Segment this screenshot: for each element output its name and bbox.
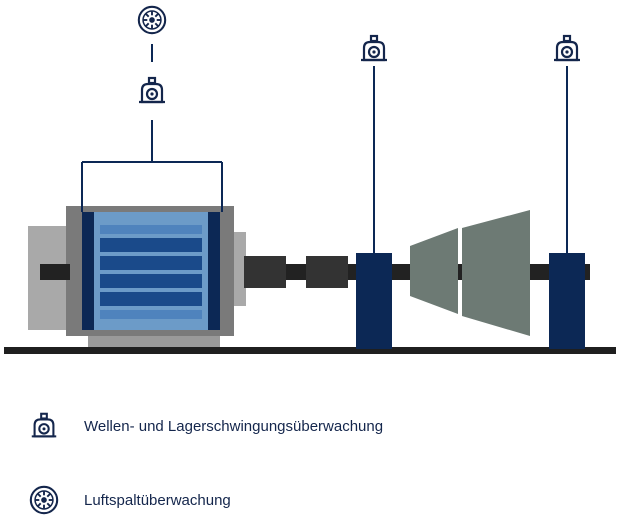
rotor-bottom [100,310,202,319]
turbine-stage-large [462,210,530,336]
motor-flange [234,232,246,306]
coupling-left [244,256,286,288]
bearing-pedestal-left [356,253,392,349]
vibration-sensor-icon [30,412,58,438]
vibration-sensor-icon [552,34,582,62]
vibration-sensor-icon [359,34,389,62]
rotor-bar [100,274,202,288]
rotor-bar [100,238,202,252]
legend-label: Luftspaltüberwachung [84,491,231,509]
stator-end-left [82,212,94,330]
coupling-right [306,256,348,288]
rotor-top [100,225,202,234]
bearing-pedestal-right [549,253,585,349]
air-gap-sensor-icon [137,5,167,35]
turbine-stage-small [410,228,458,314]
air-gap-sensor-icon [29,485,59,515]
motor [28,206,246,347]
rotor-bar [100,292,202,306]
legend-item-air-gap: Luftspaltüberwachung [28,484,231,516]
shaft-end [40,264,70,280]
stator-end-right [208,212,220,330]
legend-label: Wellen- und Lagerschwingungsüberwachung [84,417,384,435]
motor-sensor-bracket [81,120,223,212]
base-floor [4,347,616,354]
rotor-bar [100,256,202,270]
legend-item-vibration: Wellen- und Lagerschwingungsüberwachung [28,410,383,442]
vibration-sensor-icon [137,76,167,104]
motor-foot [88,336,220,347]
